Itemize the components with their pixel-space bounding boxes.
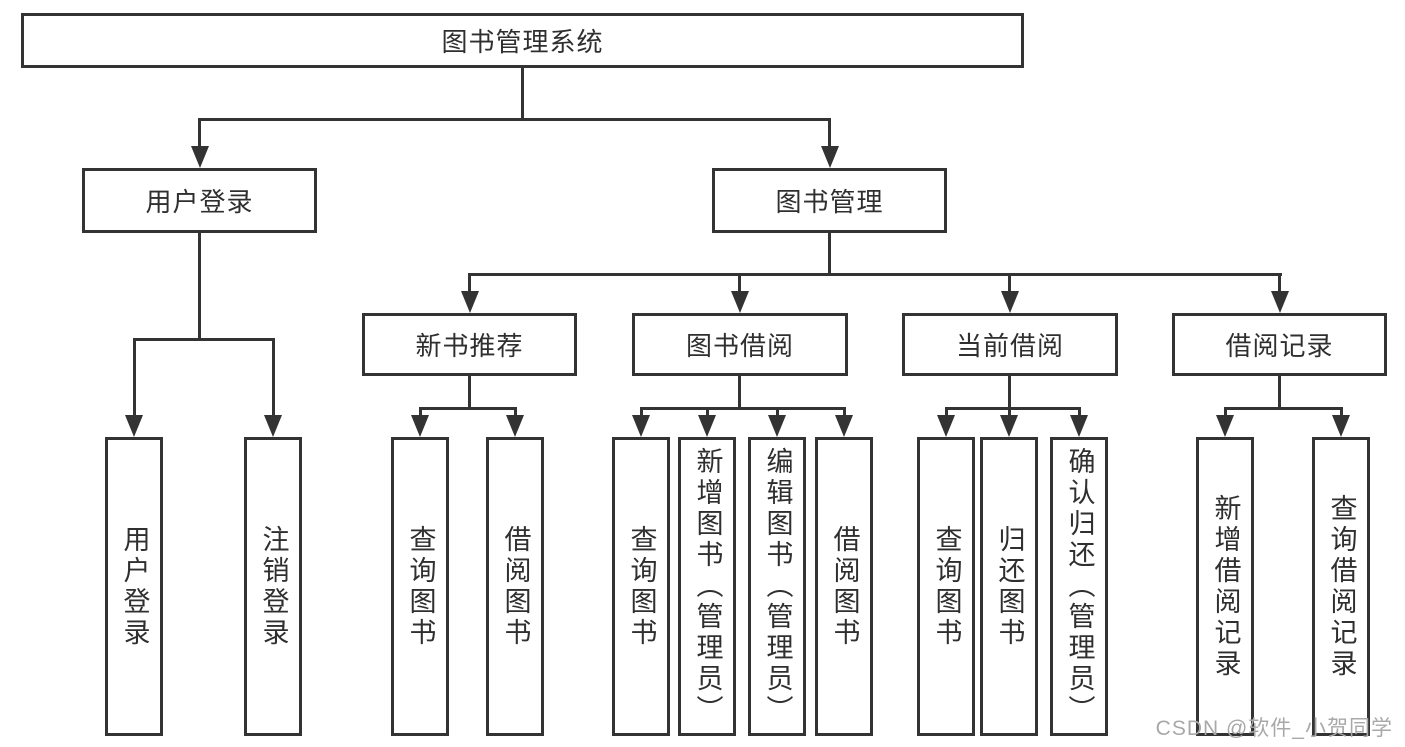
arrowhead (1070, 415, 1088, 437)
connector-line (776, 407, 779, 419)
leaf-confirm-return-admin: 确认归还（管理员） (1050, 437, 1108, 736)
arrowhead (264, 415, 282, 437)
connector-line (419, 407, 422, 419)
connector-line (1340, 407, 1343, 419)
connector-line (945, 407, 948, 419)
arrowhead (1332, 415, 1350, 437)
connector-line (198, 118, 201, 148)
arrowhead (1001, 291, 1019, 313)
connector-line (198, 233, 201, 340)
leaf-edit-book-admin: 编辑图书（管理员） (748, 437, 806, 736)
leaf-query-book-3: 查询图书 (917, 437, 975, 736)
connector-line (1008, 273, 1011, 293)
arrowhead (1000, 415, 1018, 437)
leaf-borrow-book-2: 借阅图书 (815, 437, 873, 736)
connector-line (738, 376, 741, 410)
leaf-query-book-1: 查询图书 (391, 437, 449, 736)
arrowhead (731, 291, 749, 313)
arrowhead (191, 146, 209, 168)
connector-line (1008, 407, 1011, 419)
arrowhead (698, 415, 716, 437)
connector-line (945, 407, 1080, 410)
leaf-add-book-admin: 新增图书（管理员） (678, 437, 736, 736)
node-current-borrow: 当前借阅 (902, 313, 1118, 376)
connector-line (514, 407, 517, 419)
csdn-watermark: CSDN @软件_小贺同学 (1155, 717, 1393, 740)
connector-line (133, 338, 136, 416)
node-book-management: 图书管理 (712, 168, 947, 233)
node-new-book-recommend: 新书推荐 (362, 313, 577, 376)
arrowhead (768, 415, 786, 437)
node-root: 图书管理系统 (21, 13, 1024, 68)
connector-line (738, 273, 741, 293)
connector-line (706, 407, 709, 419)
leaf-logout: 注销登录 (244, 437, 302, 736)
connector-line (1008, 376, 1011, 410)
leaf-borrow-book-1: 借阅图书 (486, 437, 544, 736)
connector-line (1224, 407, 1227, 419)
leaf-query-book-2: 查询图书 (612, 437, 670, 736)
arrowhead (1216, 415, 1234, 437)
connector-line (828, 118, 831, 148)
arrowhead (1271, 291, 1289, 313)
connector-line (640, 407, 643, 419)
connector-line (469, 273, 1282, 276)
connector-line (828, 233, 831, 276)
connector-line (1224, 407, 1342, 410)
arrowhead (632, 415, 650, 437)
arrowhead (937, 415, 955, 437)
arrowhead (125, 415, 143, 437)
connector-line (198, 118, 831, 121)
node-borrow-record: 借阅记录 (1172, 313, 1387, 376)
connector-line (133, 338, 275, 341)
connector-line (640, 407, 845, 410)
connector-line (1078, 407, 1081, 419)
arrowhead (411, 415, 429, 437)
leaf-query-borrow-record: 查询借阅记录 (1312, 437, 1370, 736)
leaf-return-book: 归还图书 (980, 437, 1038, 736)
connector-line (468, 376, 471, 410)
arrowhead (506, 415, 524, 437)
connector-line (468, 273, 471, 293)
connector-line (843, 407, 846, 419)
arrowhead (821, 146, 839, 168)
arrowhead (835, 415, 853, 437)
connector-line (521, 68, 524, 121)
connector-line (419, 407, 517, 410)
node-book-borrow: 图书借阅 (632, 313, 848, 376)
connector-line (1278, 273, 1281, 293)
connector-line (1278, 376, 1281, 410)
arrowhead (461, 291, 479, 313)
leaf-add-borrow-record: 新增借阅记录 (1196, 437, 1254, 736)
node-user-login: 用户登录 (82, 168, 317, 233)
connector-line (272, 338, 275, 416)
leaf-user-login: 用户登录 (105, 437, 163, 736)
